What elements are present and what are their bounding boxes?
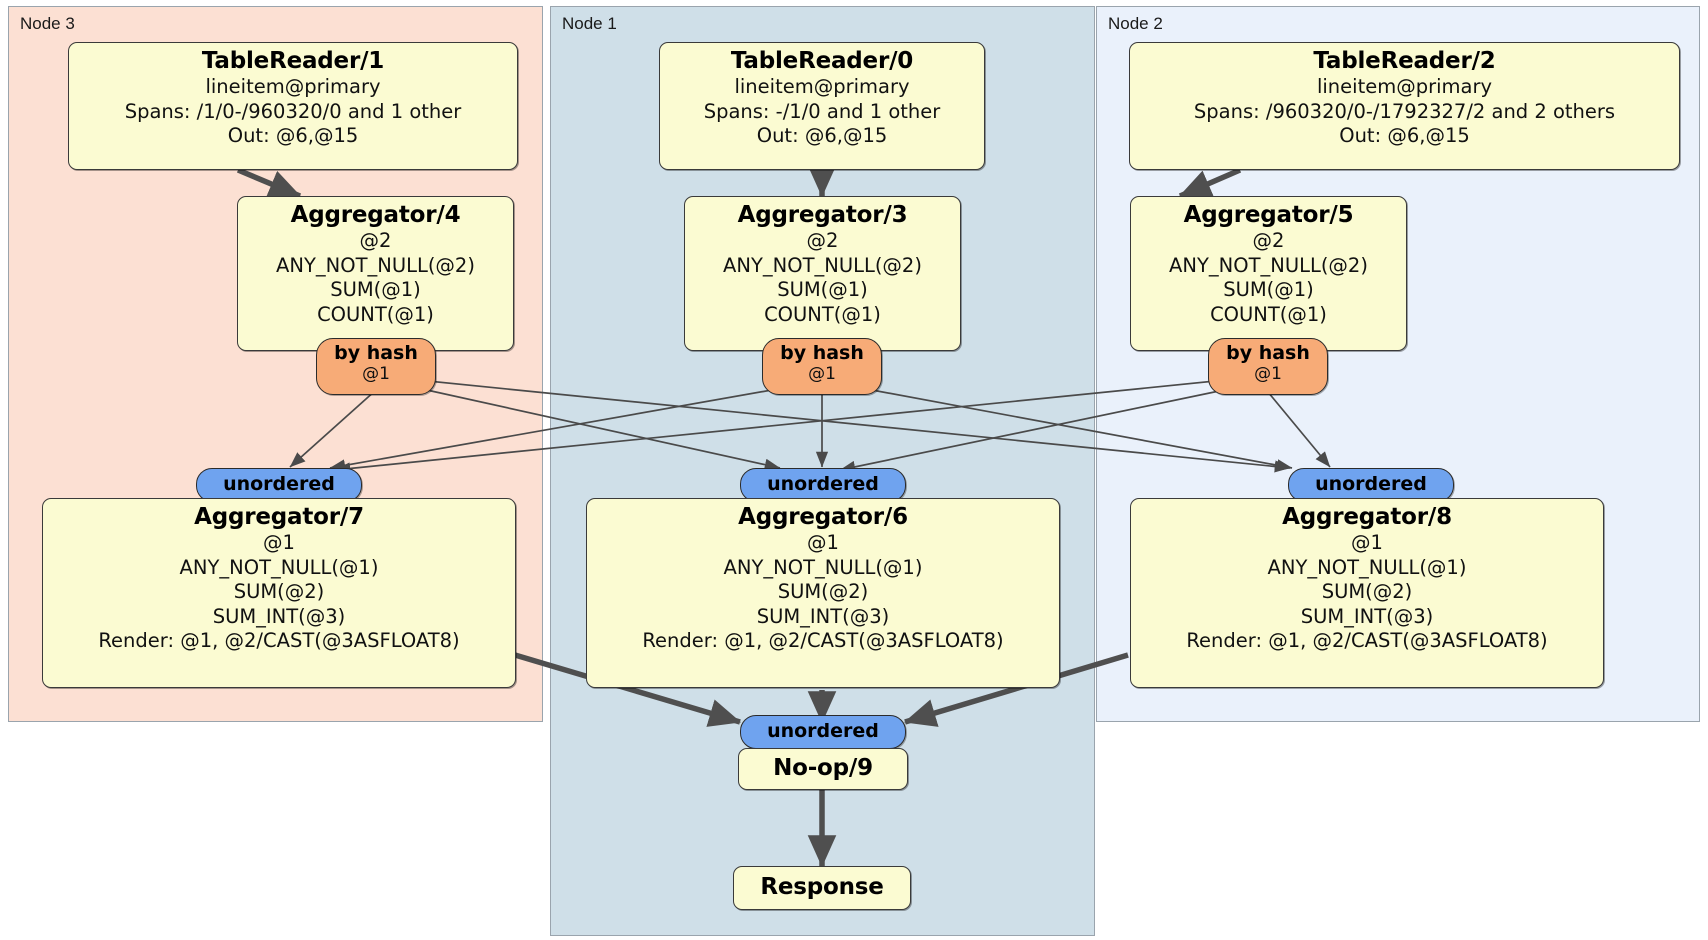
- processor-title: Aggregator/8: [1282, 504, 1452, 530]
- processor-title: Aggregator/6: [738, 504, 908, 530]
- processor-detail-line: SUM_INT(@3): [212, 604, 346, 628]
- hash-router-label: by hash: [334, 342, 418, 364]
- processor-title: TableReader/0: [730, 48, 914, 74]
- processor-detail-line: @1: [263, 531, 295, 555]
- processor-detail-line: Out: @6,@15: [227, 124, 359, 148]
- processor-detail-line: ANY_NOT_NULL(@1): [1267, 555, 1467, 579]
- processor-detail-line: Out: @6,@15: [1339, 124, 1470, 148]
- processor-detail-line: Spans: -/1/0 and 1 other: [703, 99, 941, 123]
- processor-detail-line: SUM(@1): [777, 278, 868, 302]
- node-panel-label-node1: Node 1: [562, 14, 617, 33]
- processor-render-line: Render: @1, @2/CAST(@3ASFLOAT8): [642, 629, 1004, 652]
- processor-detail-line: ANY_NOT_NULL(@1): [179, 555, 379, 579]
- hash-router-aggregator4[interactable]: by hash @1: [316, 338, 436, 395]
- processor-detail-line: Out: @6,@15: [756, 124, 888, 148]
- processor-aggregator4[interactable]: Aggregator/4 @2 ANY_NOT_NULL(@2) SUM(@1)…: [237, 196, 514, 351]
- hash-router-label: by hash: [1226, 342, 1310, 364]
- unordered-synchronizer-aggregator7[interactable]: unordered: [196, 468, 362, 502]
- processor-detail-line: SUM(@1): [1223, 278, 1314, 302]
- processor-detail-line: ANY_NOT_NULL(@2): [276, 253, 475, 277]
- hash-router-column: @1: [1254, 363, 1282, 384]
- processor-tablereader1[interactable]: TableReader/1 lineitem@primary Spans: /1…: [68, 42, 518, 170]
- processor-tablereader2[interactable]: TableReader/2 lineitem@primary Spans: /9…: [1129, 42, 1680, 170]
- processor-detail-line: SUM_INT(@3): [756, 604, 890, 628]
- processor-aggregator3[interactable]: Aggregator/3 @2 ANY_NOT_NULL(@2) SUM(@1)…: [684, 196, 961, 351]
- processor-tablereader0[interactable]: TableReader/0 lineitem@primary Spans: -/…: [659, 42, 985, 170]
- processor-title: Aggregator/3: [737, 202, 908, 228]
- processor-detail-line: COUNT(@1): [1210, 302, 1327, 326]
- processor-detail-line: @2: [359, 229, 392, 253]
- processor-title: Aggregator/7: [194, 504, 364, 530]
- processor-aggregator7[interactable]: Aggregator/7 @1 ANY_NOT_NULL(@1) SUM(@2)…: [42, 498, 516, 688]
- processor-aggregator6[interactable]: Aggregator/6 @1 ANY_NOT_NULL(@1) SUM(@2)…: [586, 498, 1060, 688]
- unordered-synchronizer-label: unordered: [1315, 473, 1427, 496]
- processor-title: Response: [760, 874, 884, 901]
- processor-render-line: Render: @1, @2/CAST(@3ASFLOAT8): [1186, 629, 1548, 652]
- processor-detail-line: @2: [806, 229, 839, 253]
- unordered-synchronizer-label: unordered: [767, 720, 879, 743]
- processor-detail-line: SUM(@2): [1321, 580, 1413, 604]
- processor-detail-line: SUM(@2): [777, 580, 869, 604]
- node-panel-label-node3: Node 3: [20, 14, 75, 33]
- processor-detail-line: SUM(@2): [233, 580, 325, 604]
- processor-title: Aggregator/4: [290, 202, 461, 228]
- unordered-synchronizer-aggregator6[interactable]: unordered: [740, 468, 906, 502]
- hash-router-column: @1: [362, 363, 390, 384]
- processor-detail-line: lineitem@primary: [1316, 75, 1493, 99]
- unordered-synchronizer-label: unordered: [767, 473, 879, 496]
- processor-title: Aggregator/5: [1183, 202, 1354, 228]
- node-panel-label-node2: Node 2: [1108, 14, 1163, 33]
- processor-detail-line: COUNT(@1): [317, 302, 434, 326]
- processor-aggregator5[interactable]: Aggregator/5 @2 ANY_NOT_NULL(@2) SUM(@1)…: [1130, 196, 1407, 351]
- hash-router-label: by hash: [780, 342, 864, 364]
- processor-title: TableReader/1: [201, 48, 385, 74]
- unordered-synchronizer-noop9[interactable]: unordered: [740, 715, 906, 749]
- processor-detail-line: @1: [807, 531, 839, 555]
- hash-router-aggregator3[interactable]: by hash @1: [762, 338, 882, 395]
- processor-detail-line: COUNT(@1): [764, 302, 881, 326]
- processor-detail-line: lineitem@primary: [205, 75, 381, 99]
- processor-noop9[interactable]: No-op/9: [738, 748, 908, 790]
- processor-detail-line: Spans: /1/0-/960320/0 and 1 other: [124, 99, 462, 123]
- unordered-synchronizer-aggregator8[interactable]: unordered: [1288, 468, 1454, 502]
- processor-response[interactable]: Response: [733, 866, 911, 910]
- hash-router-column: @1: [808, 363, 836, 384]
- processor-detail-line: lineitem@primary: [734, 75, 910, 99]
- processor-detail-line: SUM(@1): [330, 278, 421, 302]
- processor-title: TableReader/2: [1313, 48, 1496, 74]
- processor-detail-line: ANY_NOT_NULL(@1): [723, 555, 923, 579]
- processor-detail-line: @2: [1252, 229, 1285, 253]
- processor-render-line: Render: @1, @2/CAST(@3ASFLOAT8): [98, 629, 460, 652]
- hash-router-aggregator5[interactable]: by hash @1: [1208, 338, 1328, 395]
- processor-aggregator8[interactable]: Aggregator/8 @1 ANY_NOT_NULL(@1) SUM(@2)…: [1130, 498, 1604, 688]
- unordered-synchronizer-label: unordered: [223, 473, 335, 496]
- processor-detail-line: ANY_NOT_NULL(@2): [1169, 253, 1368, 277]
- processor-detail-line: @1: [1351, 531, 1383, 555]
- processor-detail-line: SUM_INT(@3): [1300, 604, 1434, 628]
- processor-title: No-op/9: [773, 755, 873, 782]
- processor-detail-line: ANY_NOT_NULL(@2): [723, 253, 922, 277]
- processor-detail-line: Spans: /960320/0-/1792327/2 and 2 others: [1193, 99, 1616, 123]
